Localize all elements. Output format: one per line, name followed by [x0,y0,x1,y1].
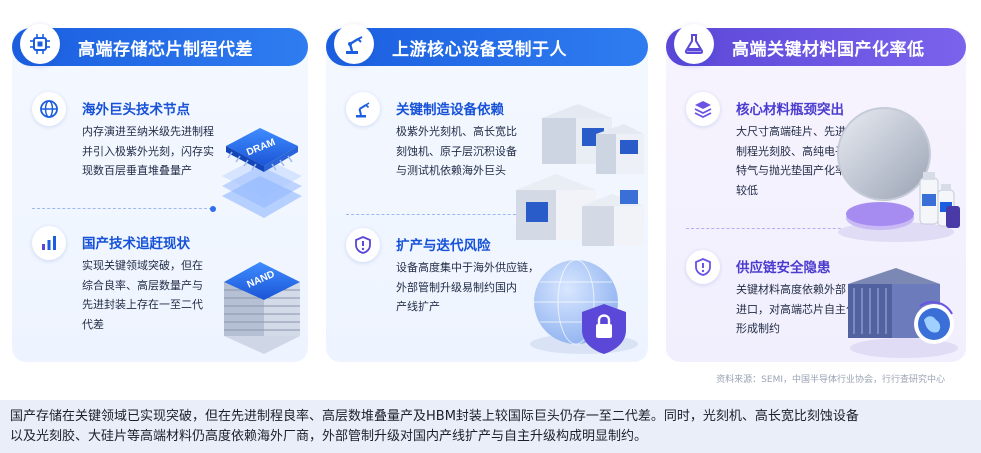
body-line: 先进封装上存在一至二代 [82,298,203,311]
body-line: 实现关键领域突破，但在 [82,259,203,272]
dram-chip-illustration: DRAM [222,128,302,218]
wafer-bottles-illustration [837,107,960,242]
body-line: 形成制约 [736,322,780,335]
panel-storage-gap: 高端存储芯片制程代差 海外巨头技术节点 内存演进至纳米级先进制程 并引入极紫外光… [12,24,308,362]
section-body: 极紫外光刻机、高长宽比 刻蚀机、原子层沉积设备 与测试机依赖海外巨头 [396,122,517,181]
robot-arm-icon [334,24,374,64]
container-illustration [848,268,958,358]
body-line: 设备高度集中于海外供应链， [396,261,539,274]
section-title: 海外巨头技术节点 [82,102,190,118]
infographic: 高端存储芯片制程代差 海外巨头技术节点 内存演进至纳米级先进制程 并引入极紫外光… [12,24,966,385]
section-body: 内存演进至纳米级先进制程 并引入极紫外光刻，闪存实 现数百层垂直堆叠量产 [82,122,214,181]
layers-icon [686,92,720,126]
divider-dot [210,206,216,212]
panel-header: 上游核心设备受制于人 [326,24,648,66]
globe-lock-illustration [530,259,638,354]
section-title: 供应链安全隐患 [736,260,831,276]
panel-header: 高端存储芯片制程代差 [12,24,308,66]
section-divider [686,226,860,232]
body-line: 大尺寸高端硅片、先进 [736,125,846,138]
nand-chip-illustration: NAND [224,262,300,354]
chip-icon [20,24,60,64]
summary-line: 国产存储在关键领域已实现突破，但在先进制程良率、高层数堆叠量产及HBM封装上较国… [10,409,859,424]
body-line: 代差 [82,317,104,331]
summary-line: 以及光刻胶、大硅片等高端材料仍高度依赖海外厂商，外部管制升级对国内产线扩产与自主… [10,429,648,444]
section-title: 国产技术追赶现状 [82,236,190,252]
robot-arm-icon [346,92,380,126]
shield-alert-icon [686,250,720,284]
body-line: 进口，对高端芯片自主化 [736,302,857,316]
body-line: 较低 [736,183,758,197]
shield-alert-icon [346,228,380,262]
section-body: 大尺寸高端硅片、先进 制程光刻胶、高纯电子 特气与抛光垫国产化率 较低 [736,122,846,200]
flask-icon [674,24,714,64]
body-line: 内存演进至纳米级先进制程 [82,125,214,138]
body-line: 并引入极紫外光刻，闪存实 [82,144,214,158]
equipment-illustration [516,104,644,246]
body-line: 现数百层垂直堆叠量产 [82,164,192,177]
section-body: 实现关键领域突破，但在 综合良率、高层数量产与 先进封装上存在一至二代 代差 [82,256,203,334]
body-line: 极紫外光刻机、高长宽比 [396,125,517,138]
section-title: 关键制造设备依赖 [396,102,504,118]
section-body: 关键材料高度依赖外部 进口，对高端芯片自主化 形成制约 [736,280,857,339]
body-line: 特气与抛光垫国产化率 [736,164,846,177]
body-line: 刻蚀机、原子层沉积设备 [396,144,517,158]
panel-header: 高端关键材料国产化率低 [666,24,966,66]
panel-materials: 高端关键材料国产化率低 核心材料瓶颈突出 大尺寸高端硅片、先进 制程光刻胶、高纯… [666,24,966,362]
panel-title: 高端关键材料国产化率低 [732,39,925,60]
section-title: 核心材料瓶颈突出 [736,102,844,118]
panel-equipment: 上游核心设备受制于人 关键制造设备依赖 极紫外光刻机、高长宽比 刻蚀机、原子层沉… [326,24,648,362]
panel-title: 高端存储芯片制程代差 [78,39,253,60]
body-line: 产线扩产 [396,300,440,313]
section-divider [346,212,530,218]
body-line: 外部管制升级易制约国内 [396,280,517,294]
panel-title: 上游核心设备受制于人 [392,39,567,60]
section-title: 扩产与迭代风险 [396,238,491,254]
summary-footer: 国产存储在关键领域已实现突破，但在先进制程良率、高层数堆叠量产及HBM封装上较国… [0,400,981,453]
section-divider [32,206,216,212]
globe-icon [32,92,66,126]
section-body: 设备高度集中于海外供应链， 外部管制升级易制约国内 产线扩产 [396,258,539,317]
bar-chart-icon [32,226,66,260]
source-note: 资料来源：SEMI，中国半导体行业协会，行行查研究中心 [716,375,945,385]
body-line: 制程光刻胶、高纯电子 [736,144,846,158]
body-line: 与测试机依赖海外巨头 [396,164,506,177]
body-line: 综合良率、高层数量产与 [82,278,203,292]
body-line: 关键材料高度依赖外部 [736,283,846,296]
